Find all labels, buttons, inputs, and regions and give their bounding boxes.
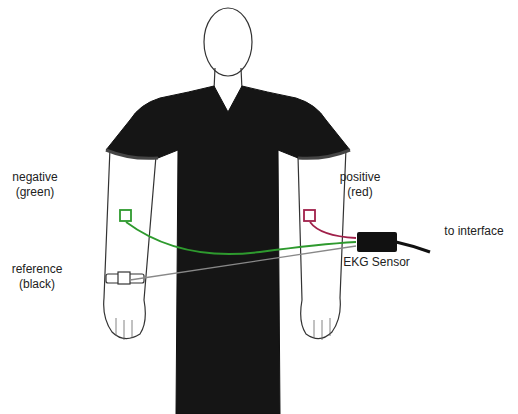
- interface-cable: [396, 242, 430, 252]
- negative-electrode: [120, 210, 131, 221]
- sensor-body: [357, 232, 397, 252]
- left-arm: [104, 148, 156, 339]
- callout-label: positive (red): [330, 170, 390, 200]
- callout-label: to interface: [434, 224, 514, 239]
- head: [204, 8, 252, 76]
- negative-wire: [126, 222, 356, 254]
- sleeve-cuff: [106, 150, 158, 158]
- positive-wire: [310, 222, 356, 238]
- sleeve-cuff: [298, 150, 350, 158]
- shirt: [106, 86, 350, 414]
- callout-label: reference (black): [4, 262, 70, 292]
- callout-label: negative (green): [4, 170, 66, 200]
- sensor-label: EKG Sensor: [343, 255, 410, 270]
- neck: [214, 68, 242, 90]
- reference-wire: [130, 246, 356, 280]
- reference-electrode: [118, 272, 130, 284]
- sensor-box: EKG Sensor: [343, 232, 410, 270]
- positive-electrode: [304, 210, 315, 221]
